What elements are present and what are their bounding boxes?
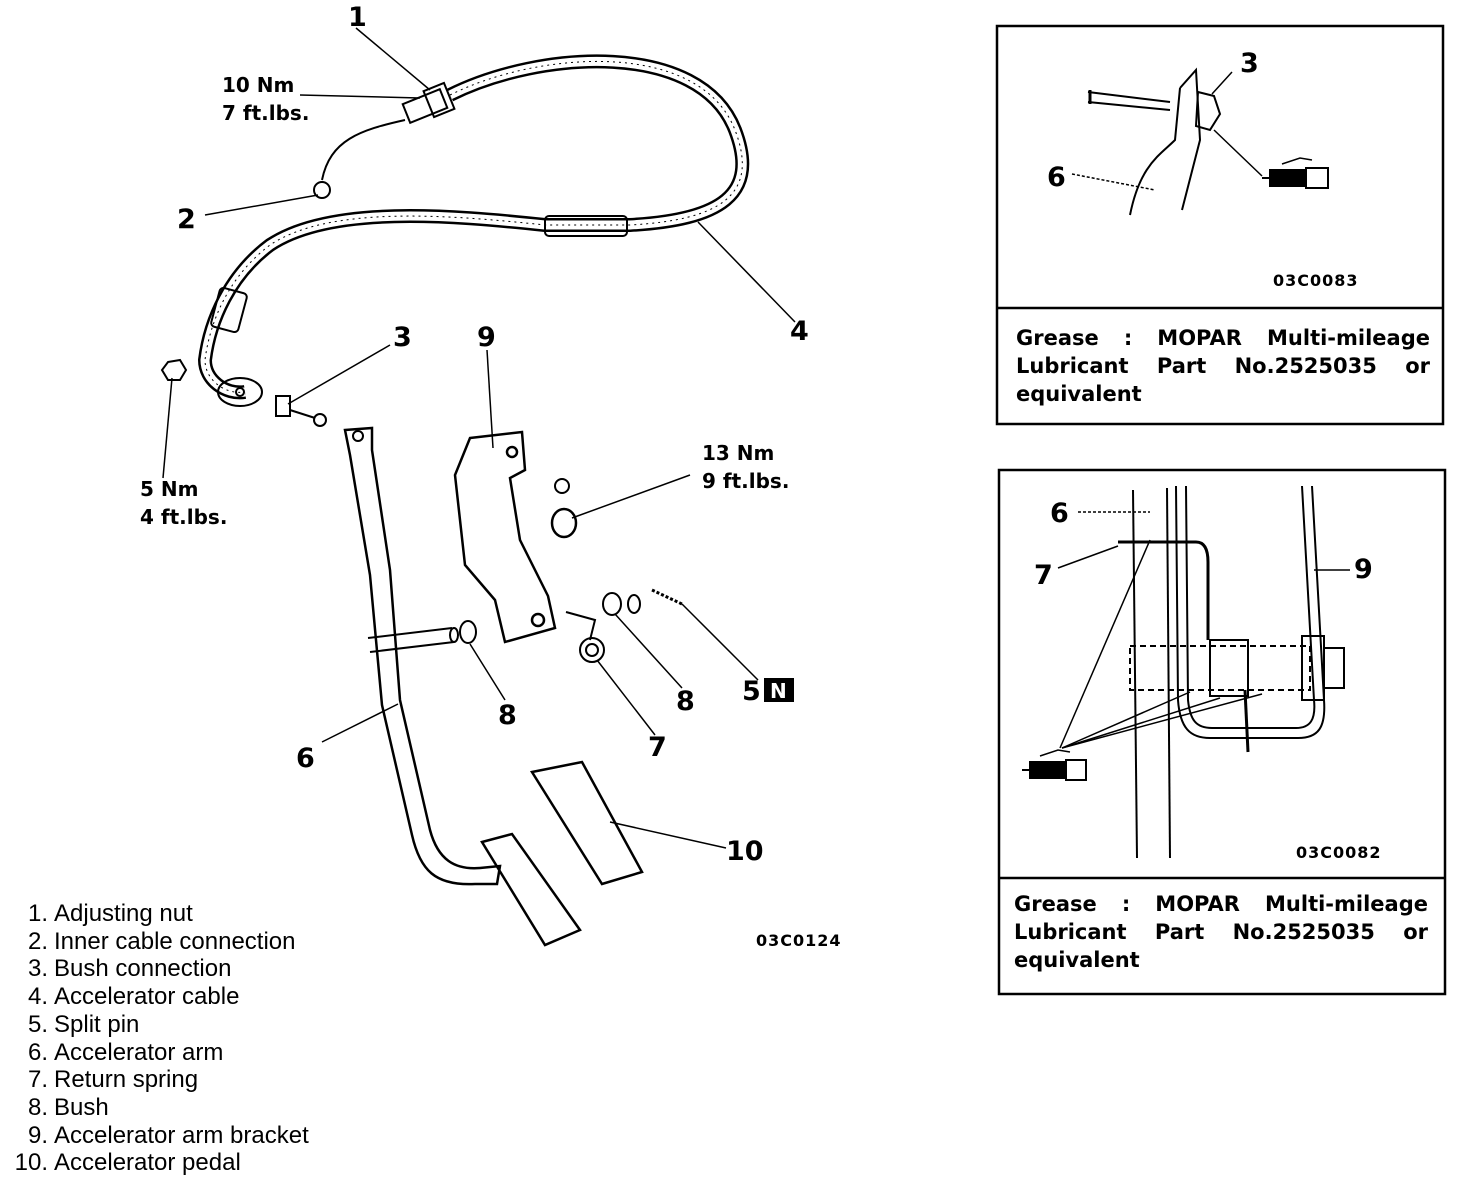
detail-top-grease-note: Grease : MOPAR Multi-mileage Lubricant P…: [1016, 326, 1430, 406]
detail-top-code: 03C0083: [1273, 271, 1359, 290]
callout-9: 9: [477, 322, 496, 353]
legend-item: 2.Inner cable connection: [27, 927, 296, 955]
detail-bottom-code: 03C0082: [1296, 843, 1382, 862]
accelerator-arm: [343, 426, 502, 886]
callout-8-right: 8: [676, 686, 695, 717]
bracket-nut: [550, 507, 578, 539]
legend-item: 1.Adjusting nut: [27, 900, 193, 927]
new-part-badge: [764, 678, 794, 702]
callout-7: 7: [648, 732, 667, 763]
callout-6: 6: [296, 743, 315, 774]
bush-left: [459, 620, 477, 644]
callout-5: 5: [742, 676, 761, 707]
new-part-mark: N: [770, 679, 787, 703]
detail-bottom-callout-7: 7: [1034, 560, 1053, 591]
torque-2-ftlbs: 4 ft.lbs.: [140, 505, 227, 529]
grease-gun-icon-top: [1262, 157, 1329, 189]
inner-cable-end: [313, 181, 331, 199]
mounting-nut: [160, 358, 188, 381]
torque-1-ftlbs: 7 ft.lbs.: [222, 101, 309, 125]
detail-bottom-grease-note: Grease : MOPAR Multi-mileage Lubricant P…: [1014, 892, 1428, 972]
callout-4: 4: [790, 316, 809, 347]
legend-item: 5.Split pin: [27, 1010, 140, 1038]
callout-2: 2: [177, 204, 196, 235]
legend-item: 10.Accelerator pedal: [14, 1149, 241, 1177]
accelerator-arm-bracket: [453, 430, 557, 644]
torque-3-nm: 13 Nm: [702, 441, 774, 465]
detail-bottom-callout-6: 6: [1050, 498, 1069, 529]
washer: [627, 594, 641, 614]
legend-item: 9.Accelerator arm bracket: [27, 1121, 309, 1149]
accelerator-cable: [197, 54, 750, 400]
callout-3: 3: [393, 322, 412, 353]
legend-item: 7.Return spring: [27, 1066, 199, 1094]
torque-3-ftlbs: 9 ft.lbs.: [702, 469, 789, 493]
legend-item: 6.Accelerator arm: [27, 1038, 224, 1066]
split-pin: [651, 588, 683, 606]
bracket-bolt: [554, 478, 570, 494]
detail-bottom-callout-9: 9: [1354, 554, 1373, 585]
bush-right: [602, 592, 622, 616]
arm-shaft: [367, 627, 459, 653]
arm-pedal-pad: [480, 832, 582, 947]
torque-1-nm: 10 Nm: [222, 73, 294, 97]
adjusting-nut: [321, 81, 456, 181]
detail-top-callout-3: 3: [1240, 48, 1259, 79]
callout-1: 1: [348, 2, 367, 33]
detail-top-callout-6: 6: [1047, 162, 1066, 193]
parts-legend: 1.Adjusting nut 2.Inner cable connection…: [6, 900, 309, 1177]
detail-top-box: [995, 24, 1445, 426]
callout-8-left: 8: [498, 700, 517, 731]
legend-item: 8.Bush: [27, 1093, 109, 1121]
return-spring: [565, 611, 605, 663]
detail-bottom-box: [997, 468, 1447, 996]
callout-10: 10: [726, 836, 764, 867]
bush-connection: [217, 377, 327, 427]
legend-item: 4.Accelerator cable: [27, 983, 240, 1011]
leader-lines: [162, 27, 796, 849]
grease-gun-icon-bottom: [1022, 749, 1087, 781]
legend-item: 3.Bush connection: [27, 955, 232, 983]
main-figure-code: 03C0124: [756, 931, 842, 950]
accelerator-pedal: [529, 760, 644, 886]
torque-2-nm: 5 Nm: [140, 477, 198, 501]
